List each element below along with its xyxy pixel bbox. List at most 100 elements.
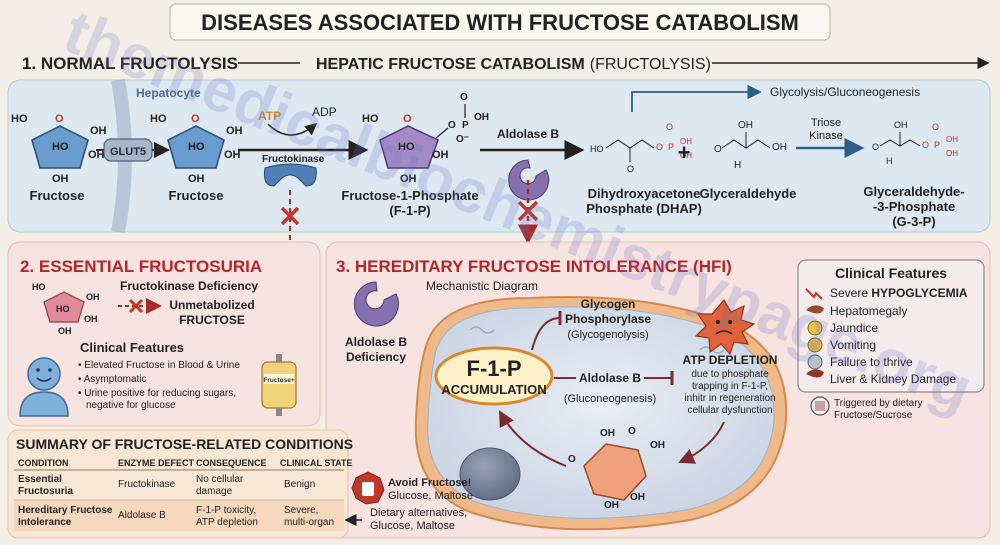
fructosuria-block-x [128, 298, 144, 314]
avoid-fructose-line2: Glucose, Maltose [388, 490, 473, 502]
trigger-line2: Fructose/Sucrose [834, 410, 913, 421]
svg-text:Essential: Essential [18, 474, 62, 485]
svg-text:OH: OH [600, 428, 615, 439]
avoid-fructose-line1: Avoid Fructose! [388, 477, 471, 489]
hfi-clinical-box [797, 259, 985, 393]
hfi-aldolase-label: Aldolase B [579, 371, 641, 385]
dietary-line1: Dietary alternatives, [370, 507, 467, 519]
dhap-molecule: HO O O P O OH OH [590, 122, 692, 174]
fructosuria-feature-item: • Urine positive for reducing sugars, [78, 388, 236, 399]
cycle-arrow-atp-to-sugar [678, 421, 725, 464]
svg-text:OH: OH [52, 173, 69, 185]
atp-depletion-description: due to phosphate trapping in F-1-P, inhi… [684, 369, 775, 416]
fructolysis-panel [7, 79, 991, 233]
atp-adp-arrow [267, 123, 318, 136]
svg-text:OH: OH [630, 492, 645, 503]
baby-icon [807, 354, 823, 370]
liver-icon [806, 305, 824, 314]
liver-kidney-icon [806, 369, 824, 378]
fructokinase-block-x [280, 206, 300, 226]
dhap-label-line1: Dihydroxyacetone [588, 186, 701, 201]
svg-text:inhitr in regeneration: inhitr in regeneration [684, 393, 775, 404]
plus-sign: + [678, 140, 691, 165]
svg-text:OH: OH [604, 500, 619, 511]
svg-text:OH: OH [58, 326, 72, 336]
glycolysis-arrow [631, 84, 762, 112]
svg-text:O⁻: O⁻ [456, 134, 469, 145]
svg-text:Failure to thrive: Failure to thrive [830, 355, 913, 369]
svg-text:HO: HO [150, 113, 167, 125]
svg-text:H: H [886, 156, 893, 166]
table-row: Hereditary Fructose Intolerance Aldolase… [18, 505, 334, 528]
glycogen-line3: (Glycogenolysis) [567, 329, 648, 341]
svg-text:OH: OH [772, 142, 787, 153]
aldolase-deficiency-line1: Aldolase B [345, 335, 407, 349]
svg-text:O: O [628, 426, 636, 437]
arrow-down-icon [805, 288, 823, 300]
f1p-accumulation-line1: F-1-P [467, 356, 522, 381]
section3-heading: 3. HEREDITARY FRUCTOSE INTOLERANCE (HFI) [336, 257, 732, 276]
atp-depletion-title: ATP DEPLETION [683, 353, 778, 367]
hfi-feature-item: Jaundice [807, 320, 878, 336]
unmetabolized-line2: FRUCTOSE [179, 313, 245, 327]
svg-text:O: O [627, 164, 634, 174]
svg-text:Vomiting: Vomiting [830, 338, 876, 352]
glycogen-line1: Glycogen [581, 297, 636, 311]
svg-text:OH: OH [946, 149, 958, 158]
svg-text:Aldolase B: Aldolase B [118, 510, 166, 521]
svg-text:OH: OH [400, 173, 417, 185]
section1-heading: 1. NORMAL FRUCTOLYSIS [22, 54, 238, 73]
vomiting-face-icon [807, 337, 823, 353]
fructose-outside-label: Fructose [30, 188, 85, 203]
svg-text:P: P [462, 120, 469, 131]
aldolase-b-deficiency-enzyme [353, 281, 399, 327]
g3p-molecule: O OH H O P O OH OH [872, 120, 958, 166]
aldolase-deficiency-line2: Deficiency [346, 350, 406, 364]
svg-text:Fructosuria: Fructosuria [18, 486, 73, 497]
svg-text:OH: OH [680, 151, 692, 160]
glycolysis-label: Glycolysis/Gluconeogenesis [770, 85, 920, 99]
gluconeogenesis-label: (Gluconeogenesis) [564, 393, 656, 405]
svg-text:O: O [714, 144, 722, 155]
hfi-feature-item: Liver & Kidney Damage [806, 369, 956, 386]
page-title: DISEASES ASSOCIATED WITH FRUCTOSE CATABO… [201, 10, 799, 35]
svg-text:HO: HO [11, 113, 28, 125]
svg-text:OH: OH [946, 135, 958, 144]
svg-text:OH: OH [738, 120, 753, 131]
f1p-accumulation-node [434, 346, 554, 406]
glycogen-inhibition-line [531, 317, 561, 351]
svg-text:OH: OH [90, 125, 107, 137]
svg-text:HO: HO [56, 304, 70, 314]
svg-text:Hepatomegaly: Hepatomegaly [830, 304, 907, 318]
fructosuria-feature-list: • Elevated Fructose in Blood & Urine • A… [78, 360, 240, 411]
hfi-feature-item: Failure to thrive [807, 354, 913, 370]
aldolase-block-x [517, 200, 539, 222]
svg-text:HO: HO [362, 113, 379, 125]
fructose-outside-molecule: HO O OH HO OH OH [11, 113, 107, 185]
fructose-inside-label: Fructose [169, 188, 224, 203]
fructosuria-feature-item: • Elevated Fructose in Blood & Urine [78, 360, 240, 371]
svg-text:OH: OH [432, 149, 449, 161]
g3p-label-line2: -3-Phosphate [873, 199, 955, 214]
patient-icon [19, 357, 69, 417]
svg-text:O: O [922, 140, 929, 150]
svg-text:Intolerance: Intolerance [18, 517, 72, 528]
summary-header-condition: CONDITION [18, 458, 69, 468]
svg-text:OH: OH [650, 440, 665, 451]
svg-text:OH: OH [88, 149, 105, 161]
dietary-line2: Glucose, Maltose [370, 520, 455, 532]
f1p-accumulation-line2: ACCUMULATION [441, 382, 546, 397]
trigger-line1: Triggered by dietary [834, 398, 923, 409]
hfi-feature-item: Hepatomegaly [806, 304, 907, 318]
svg-text:Benign: Benign [284, 479, 315, 490]
summary-header-enzyme: ENZYME DEFECT [118, 458, 195, 468]
svg-text:O: O [55, 113, 64, 125]
svg-text:OH: OH [84, 314, 98, 324]
glut5-label: GLUT5 [110, 146, 146, 158]
glyceraldehyde-molecule: O H OH OH [714, 120, 787, 171]
svg-text:O: O [666, 122, 673, 132]
glycogen-line2: Phosphorylase [565, 312, 651, 326]
fructosuria-clinical-title: Clinical Features [80, 340, 184, 355]
svg-text:Fructose+: Fructose+ [263, 377, 294, 384]
dhap-label-line2: Phosphate (DHAP) [586, 201, 702, 216]
